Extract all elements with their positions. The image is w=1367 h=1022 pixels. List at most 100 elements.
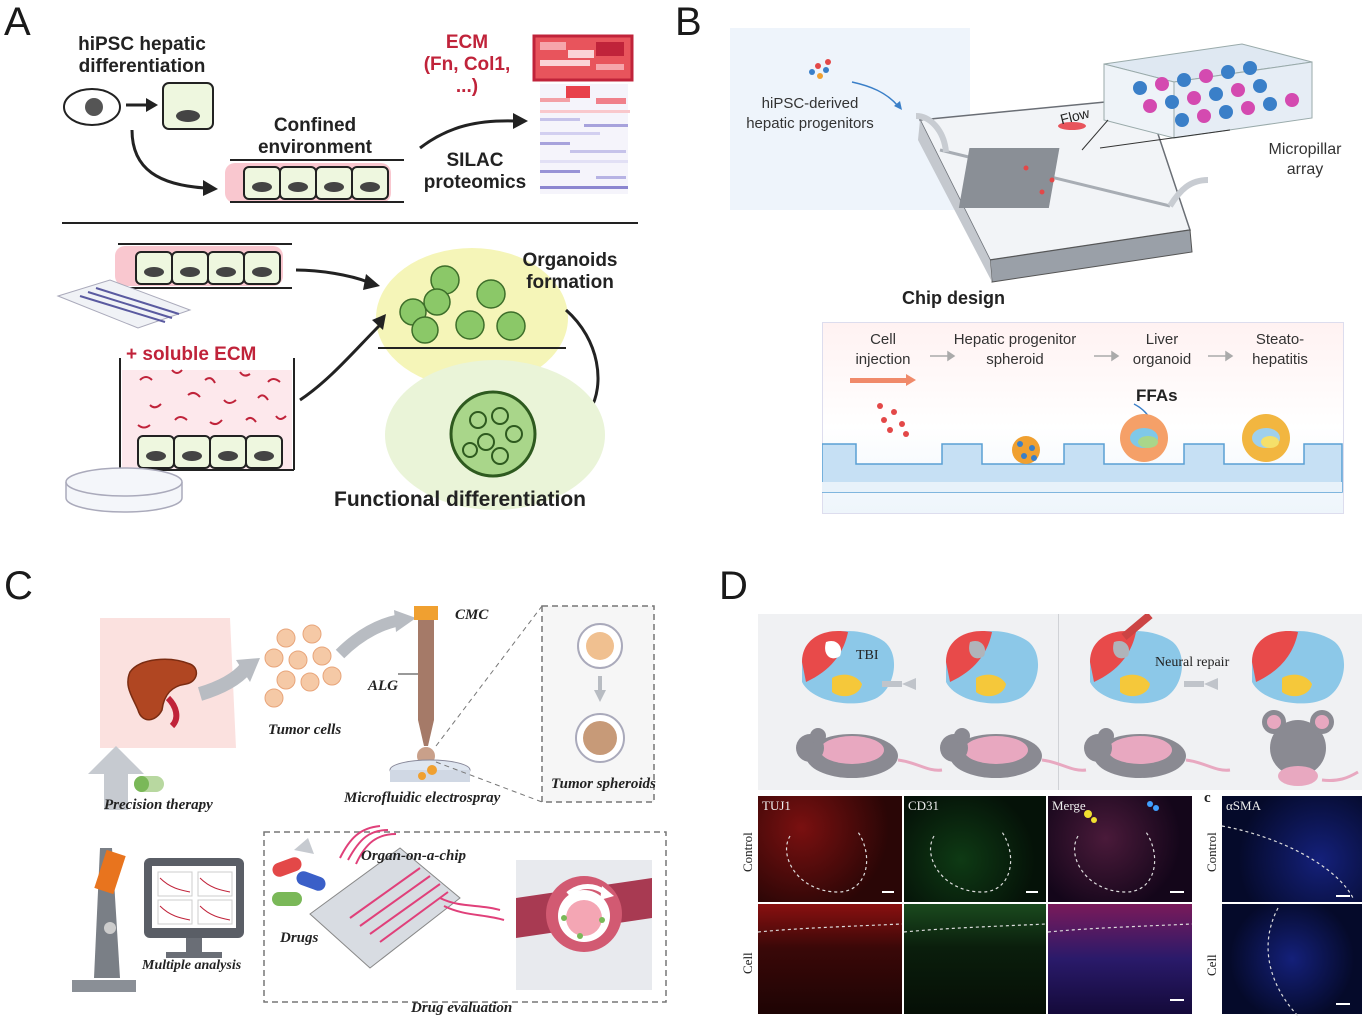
control-row-label-c: Control	[1204, 832, 1219, 872]
chip-pillars	[958, 148, 1060, 208]
pancreas	[127, 658, 198, 721]
arrow-head-3	[513, 113, 528, 129]
drug-eval-box	[263, 831, 667, 1003]
panel-a-top-diagram	[63, 34, 634, 203]
asma-label: αSMA	[1226, 798, 1261, 813]
panel-a-divider	[62, 222, 638, 224]
tuj1-label: TUJ1	[762, 798, 791, 813]
ecm-line2: (Fn, Col1,	[423, 54, 511, 75]
step-liver-organoid: Liver organoid	[1114, 330, 1210, 370]
chip-diagram	[730, 28, 1313, 283]
hipsc-label: hiPSC hepatic differentiation	[62, 34, 222, 78]
organoids-line2: formation	[526, 272, 614, 293]
tbi-scheme-divider	[1058, 614, 1059, 790]
progenitors-line2: hepatic progenitors	[746, 115, 874, 132]
chip-design-steps	[822, 350, 1343, 493]
ffas-label: FFAs	[1136, 386, 1178, 405]
brain-mouse-2	[940, 631, 1087, 778]
organoids-label: Organoids formation	[505, 250, 635, 294]
precision-label: Precision therapy	[104, 797, 213, 813]
step1-line1: Cell	[870, 331, 896, 348]
hepatic-cell-shape	[162, 82, 214, 130]
control-row-label: Control	[740, 832, 755, 872]
chip-side	[989, 229, 1193, 283]
arrow-head-1	[146, 98, 158, 112]
brain-mouse-3	[1084, 614, 1231, 778]
arrow-head-2	[203, 180, 218, 196]
confined-cells	[243, 166, 389, 200]
drug-pills	[272, 857, 326, 906]
micropillar-line1: Micropillar	[1268, 141, 1342, 158]
micro-cd31-control	[904, 796, 1046, 902]
tumor-spheroids-label: Tumor spheroids	[551, 776, 656, 792]
injected-cells	[877, 403, 909, 437]
step3-line1: Liver	[1145, 331, 1179, 348]
c-sublabel: c	[1204, 790, 1211, 806]
cell-row-label-c: Cell	[1204, 954, 1219, 976]
panel-b-letter: B	[675, 0, 702, 44]
micro-tuj1-control	[758, 796, 902, 902]
step4-line2: hepatitis	[1252, 351, 1308, 368]
cell-row-label: Cell	[740, 952, 755, 974]
injection-arrow	[850, 378, 906, 383]
step1-line2: injection	[855, 351, 911, 368]
silac-line2: proteomics	[423, 172, 527, 193]
micro-overlays	[758, 801, 1355, 1016]
neural-repair-label: Neural repair	[1155, 655, 1230, 670]
panel-a-letter: A	[4, 0, 31, 44]
heatmap	[532, 34, 634, 194]
panel-a-bottom-diagram	[56, 243, 605, 513]
ecm-fibers	[137, 369, 287, 429]
micro-asma-cell	[1222, 904, 1362, 1014]
brain-mouse-1	[796, 631, 943, 778]
cd31-label: CD31	[908, 798, 940, 813]
monitor	[144, 858, 244, 958]
hipsc-line2: differentiation	[78, 56, 206, 77]
stem-cell-nucleus	[85, 98, 103, 116]
step3-line2: organoid	[1132, 351, 1192, 368]
confined-cells-2	[135, 251, 281, 285]
soluble-ecm-label: + soluble ECM	[126, 344, 257, 365]
ecm-line3: ...)	[455, 76, 479, 97]
chip-red-cells	[1023, 165, 1055, 195]
ecm-label: ECM (Fn, Col1, ...)	[402, 32, 532, 98]
microfluidic-label: Microfluidic electrospray	[344, 790, 501, 806]
silac-line1: SILAC	[446, 150, 504, 171]
tumor-cells-label: Tumor cells	[268, 722, 342, 738]
step-cell-injection: Cell injection	[838, 330, 928, 370]
syringe-cap	[414, 606, 438, 620]
drugs-label: Drugs	[280, 930, 319, 946]
functional-label: Functional differentiation	[334, 488, 586, 511]
panel-c-diagram	[72, 605, 667, 1003]
progenitor-dots	[809, 59, 831, 79]
merge-label: Merge	[1052, 798, 1086, 813]
tbi-scheme	[796, 614, 1359, 786]
step4-line1: Steato-	[1255, 331, 1305, 348]
syringe-body	[418, 620, 434, 720]
alg-label: ALG	[368, 678, 398, 694]
glass-slide	[56, 279, 192, 329]
step2-line1: Hepatic progenitor	[953, 331, 1077, 348]
step2-line2: spheroid	[986, 351, 1044, 368]
curved-arrow-down	[130, 129, 206, 190]
functional-organoid	[449, 390, 537, 478]
hepatic-cell-nucleus	[176, 110, 200, 122]
organoids-line1: Organoids	[522, 250, 618, 271]
arrow-to-heatmap	[419, 119, 516, 150]
ecm-line1: ECM	[445, 32, 489, 53]
micropillar-line2: array	[1286, 161, 1324, 178]
micro-merge-control	[1048, 796, 1192, 902]
panel-d-letter: D	[719, 564, 748, 608]
confined-line1: Confined	[273, 115, 357, 136]
panel-c-letter: C	[4, 564, 33, 608]
precision-arrow	[88, 746, 144, 810]
chip-design-label: Chip design	[902, 288, 1005, 308]
microscope	[72, 848, 136, 992]
cmc-label: CMC	[455, 607, 489, 623]
organoid-spheres	[399, 265, 526, 344]
step-steatohepatitis: Steato- hepatitis	[1232, 330, 1328, 370]
micro-tuj1-cell	[758, 904, 902, 1014]
hipsc-line1: hiPSC hepatic	[78, 34, 206, 55]
progenitors-label: hiPSC-derived hepatic progenitors	[730, 94, 890, 134]
micro-merge-cell	[1048, 904, 1192, 1014]
